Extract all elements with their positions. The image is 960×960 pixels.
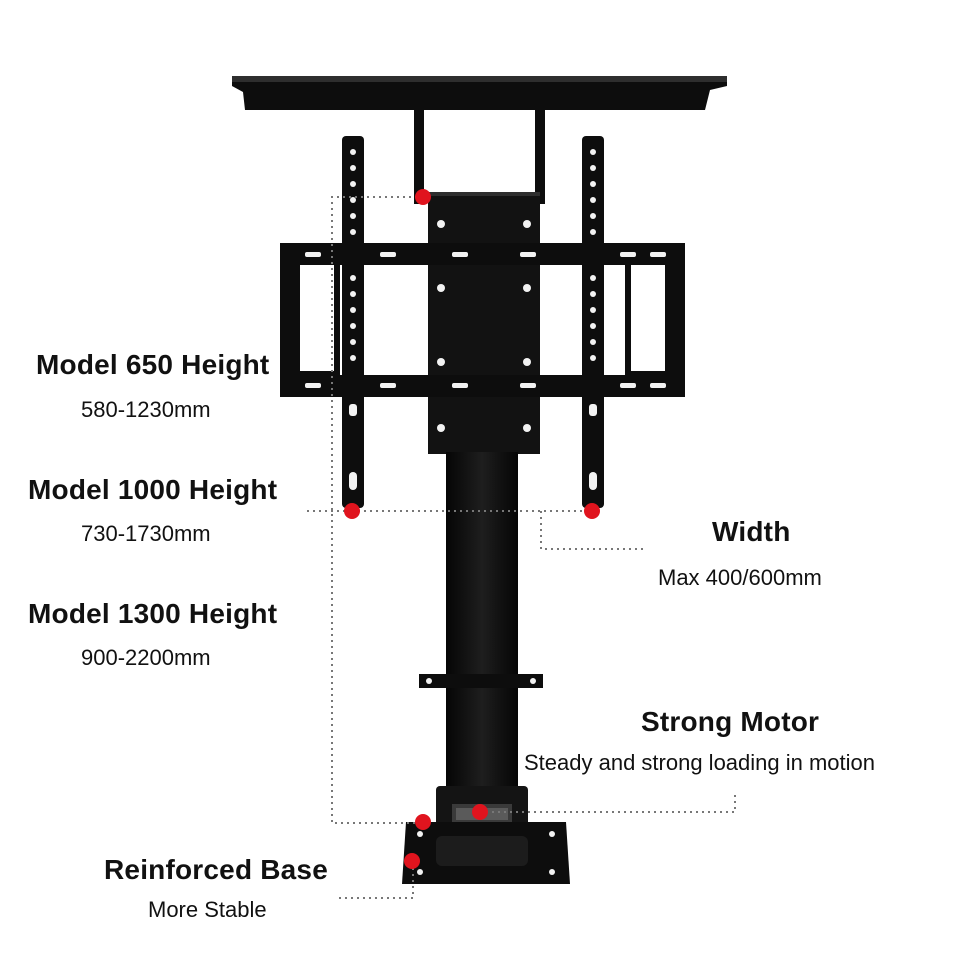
inner-lift-plate (428, 192, 540, 454)
model-1000-title: Model 1000 Height (28, 474, 278, 505)
support-rods (414, 84, 545, 204)
marker-top (415, 189, 431, 205)
marker-base-lower (404, 853, 420, 869)
red-markers (344, 189, 600, 869)
motor-detail: Steady and strong loading in motion (524, 750, 876, 775)
motor-title: Strong Motor (641, 706, 820, 737)
model-650-title: Model 650 Height (36, 349, 270, 380)
lift-column (419, 452, 543, 810)
width-title: Width (712, 516, 791, 547)
width-detail: Max 400/600mm (658, 565, 822, 590)
reinforced-base-plate (402, 822, 570, 884)
model-1300-range: 900-2200mm (81, 645, 211, 670)
model-1300-title: Model 1300 Height (28, 598, 278, 629)
model-650-range: 580-1230mm (81, 397, 211, 422)
marker-right-arm (584, 503, 600, 519)
top-shelf (232, 76, 727, 110)
vesa-arm-right (582, 136, 604, 508)
marker-left-arm (344, 503, 360, 519)
vesa-arm-left (342, 136, 364, 508)
marker-base-upper (415, 814, 431, 830)
model-1000-range: 730-1730mm (81, 521, 211, 546)
marker-motor (472, 804, 488, 820)
base-detail: More Stable (148, 897, 267, 922)
leader-lines (307, 196, 736, 899)
base-title: Reinforced Base (104, 854, 328, 885)
